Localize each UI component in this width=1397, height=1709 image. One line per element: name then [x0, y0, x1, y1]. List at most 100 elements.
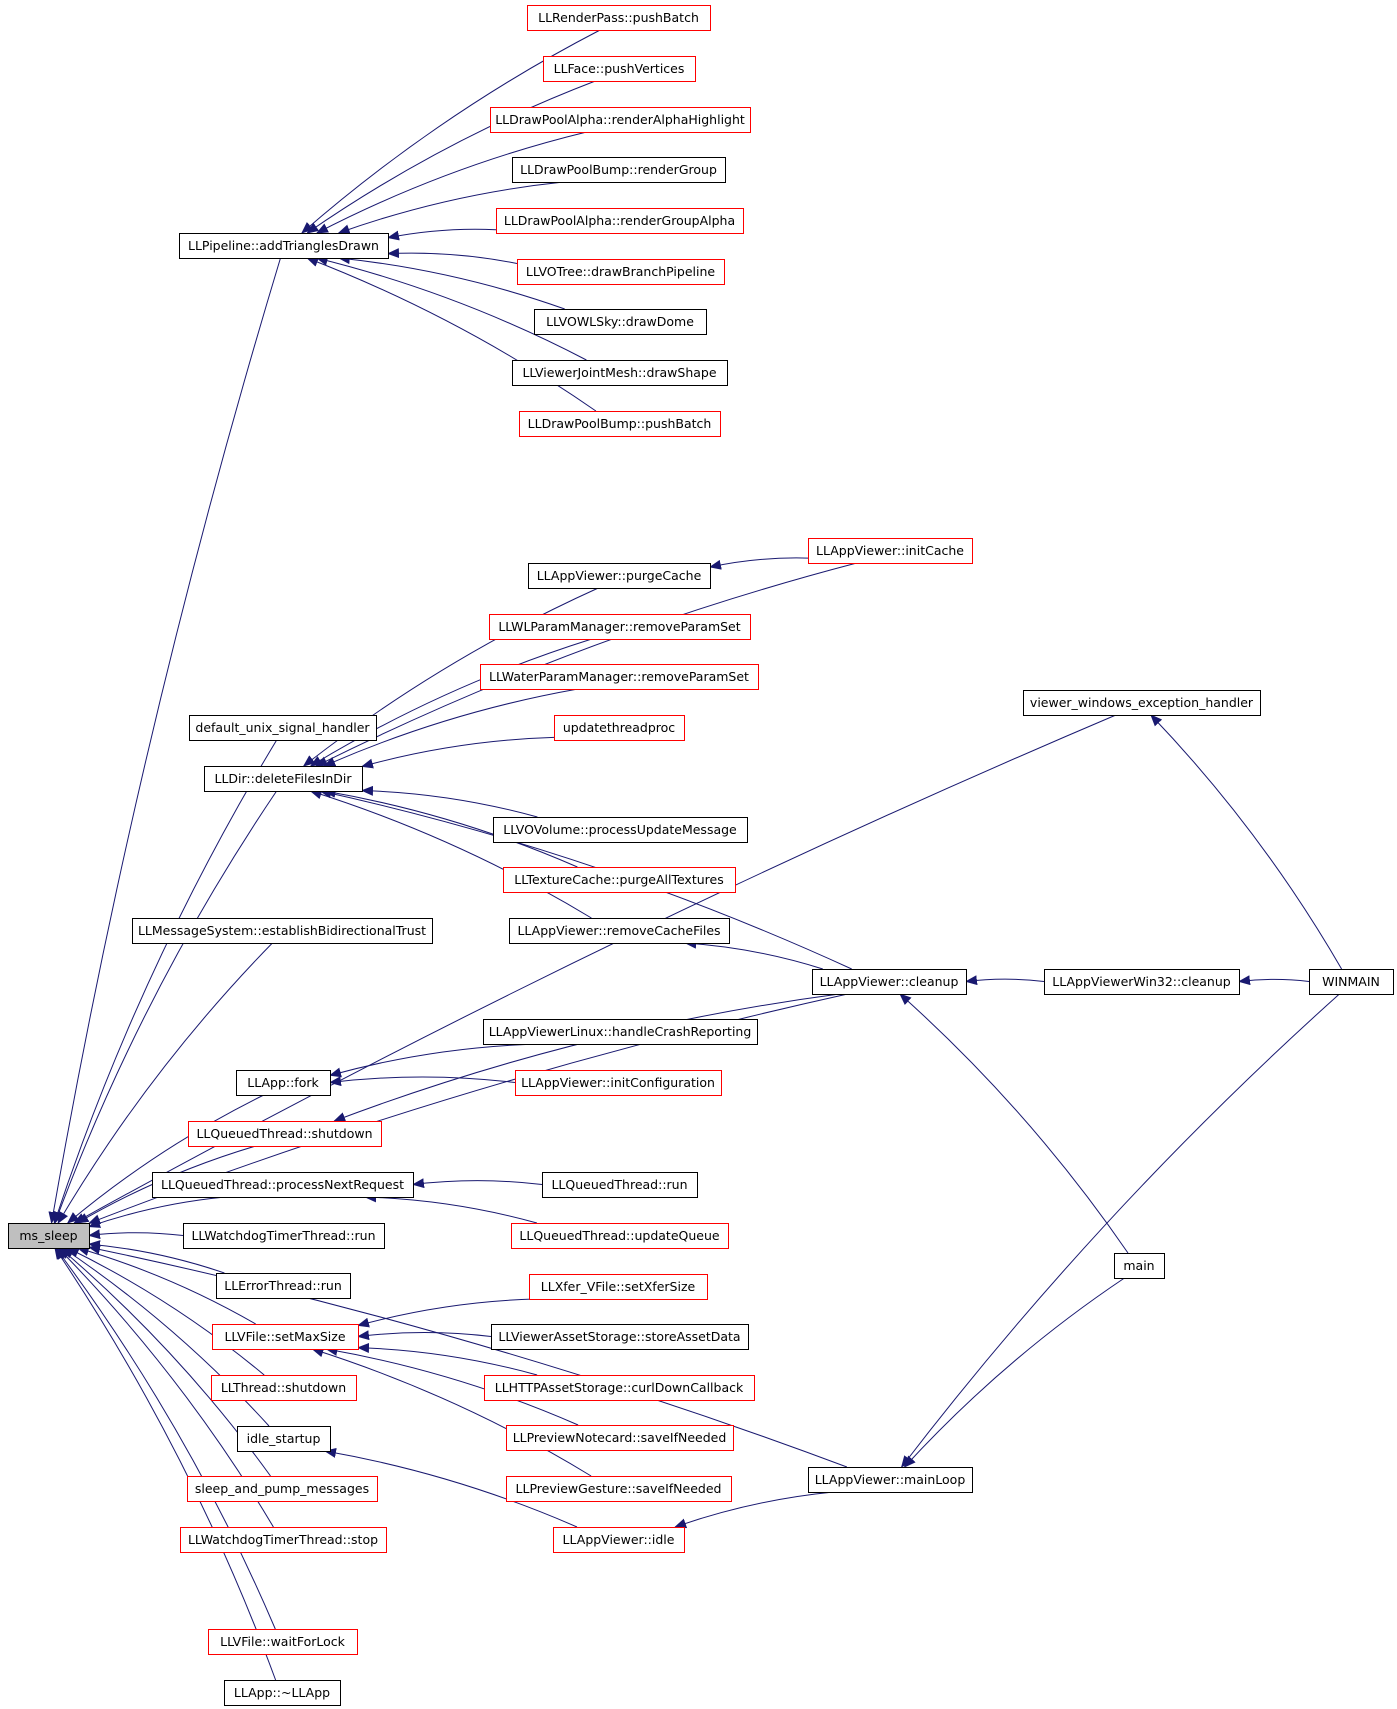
node-dir_delete[interactable]: LLDir::deleteFilesInDir — [204, 766, 363, 792]
node-vwe_handler[interactable]: viewer_windows_exception_handler — [1023, 690, 1261, 716]
node-box-av_cleanup[interactable] — [812, 969, 967, 995]
node-box-dpa_renderAlphaHL[interactable] — [490, 107, 751, 133]
node-pn_save[interactable]: LLPreviewNotecard::saveIfNeeded — [506, 1425, 734, 1451]
node-idle_startup[interactable]: idle_startup — [237, 1426, 331, 1452]
node-qt_run[interactable]: LLQueuedThread::run — [542, 1172, 698, 1198]
node-box-addTriangles[interactable] — [179, 233, 389, 259]
node-box-app_fork[interactable] — [236, 1070, 331, 1096]
node-box-sleep_pump[interactable] — [187, 1476, 378, 1502]
node-rp_pushBatch[interactable]: LLRenderPass::pushBatch — [527, 5, 711, 31]
node-tc_purgeAll[interactable]: LLTextureCache::purgeAllTextures — [503, 867, 736, 893]
node-face_pushVerts[interactable]: LLFace::pushVertices — [543, 56, 696, 82]
node-box-vwe_handler[interactable] — [1023, 690, 1261, 716]
node-box-av_initCache[interactable] — [808, 538, 973, 564]
node-box-qt_run[interactable] — [542, 1172, 698, 1198]
node-box-ms_sleep[interactable] — [8, 1223, 90, 1249]
node-av_purgeCache[interactable]: LLAppViewer::purgeCache — [528, 563, 711, 589]
node-winmain[interactable]: WINMAIN — [1309, 969, 1394, 995]
node-wtt_run[interactable]: LLWatchdogTimerThread::run — [183, 1223, 385, 1249]
node-box-et_run[interactable] — [216, 1273, 351, 1299]
node-avl_handleCrash[interactable]: LLAppViewerLinux::handleCrashReporting — [483, 1019, 758, 1045]
node-box-face_pushVerts[interactable] — [543, 56, 696, 82]
node-box-xfer_setSize[interactable] — [529, 1274, 708, 1300]
node-addTriangles[interactable]: LLPipeline::addTrianglesDrawn — [179, 233, 389, 259]
node-box-main[interactable] — [1114, 1253, 1165, 1279]
node-box-qt_updateQueue[interactable] — [511, 1223, 729, 1249]
node-av_idle[interactable]: LLAppViewer::idle — [553, 1527, 685, 1553]
node-av_removeCache[interactable]: LLAppViewer::removeCacheFiles — [509, 918, 730, 944]
node-box-dir_delete[interactable] — [204, 766, 363, 792]
node-sleep_pump[interactable]: sleep_and_pump_messages — [187, 1476, 378, 1502]
node-box-avw32_cleanup[interactable] — [1044, 969, 1240, 995]
node-vjm_drawShape[interactable]: LLViewerJointMesh::drawShape — [512, 360, 728, 386]
node-votree_drawBranch[interactable]: LLVOTree::drawBranchPipeline — [517, 259, 725, 285]
node-dpb_pushBatch[interactable]: LLDrawPoolBump::pushBatch — [519, 411, 721, 437]
node-box-wtt_stop[interactable] — [180, 1527, 387, 1553]
node-thread_shutdown[interactable]: LLThread::shutdown — [211, 1375, 357, 1401]
node-dpa_renderAlphaHL[interactable]: LLDrawPoolAlpha::renderAlphaHighlight — [490, 107, 751, 133]
node-box-dpa_renderGroupAlpha[interactable] — [496, 208, 744, 234]
node-qt_shutdown[interactable]: LLQueuedThread::shutdown — [188, 1121, 382, 1147]
node-av_initConfig[interactable]: LLAppViewer::initConfiguration — [515, 1070, 722, 1096]
node-qt_processNext[interactable]: LLQueuedThread::processNextRequest — [152, 1172, 414, 1198]
node-pg_save[interactable]: LLPreviewGesture::saveIfNeeded — [506, 1476, 732, 1502]
node-box-qt_shutdown[interactable] — [188, 1121, 382, 1147]
node-box-ms_establish[interactable] — [132, 918, 433, 944]
node-box-av_idle[interactable] — [553, 1527, 685, 1553]
node-xfer_setSize[interactable]: LLXfer_VFile::setXferSize — [529, 1274, 708, 1300]
node-vov_processUpdate[interactable]: LLVOVolume::processUpdateMessage — [493, 817, 748, 843]
node-wtt_stop[interactable]: LLWatchdogTimerThread::stop — [180, 1527, 387, 1553]
node-avw32_cleanup[interactable]: LLAppViewerWin32::cleanup — [1044, 969, 1240, 995]
node-box-vfile_waitLock[interactable] — [208, 1629, 358, 1655]
node-box-dpb_pushBatch[interactable] — [519, 411, 721, 437]
node-updatethreadproc[interactable]: updatethreadproc — [554, 715, 685, 741]
node-app_dtor[interactable]: LLApp::~LLApp — [224, 1680, 341, 1706]
node-qt_updateQueue[interactable]: LLQueuedThread::updateQueue — [511, 1223, 729, 1249]
node-box-av_removeCache[interactable] — [509, 918, 730, 944]
node-box-default_unix[interactable] — [189, 715, 377, 741]
node-box-qt_processNext[interactable] — [152, 1172, 414, 1198]
node-vfile_waitLock[interactable]: LLVFile::waitForLock — [208, 1629, 358, 1655]
node-box-http_curlDown[interactable] — [484, 1375, 755, 1401]
node-box-vas_store[interactable] — [491, 1324, 749, 1350]
node-box-av_initConfig[interactable] — [515, 1070, 722, 1096]
node-av_cleanup[interactable]: LLAppViewer::cleanup — [812, 969, 967, 995]
node-box-avl_handleCrash[interactable] — [483, 1019, 758, 1045]
node-box-updatethreadproc[interactable] — [554, 715, 685, 741]
node-av_mainLoop[interactable]: LLAppViewer::mainLoop — [808, 1467, 973, 1493]
node-box-wtt_run[interactable] — [183, 1223, 385, 1249]
node-box-wpm_remove[interactable] — [480, 664, 759, 690]
node-default_unix[interactable]: default_unix_signal_handler — [189, 715, 377, 741]
node-box-idle_startup[interactable] — [237, 1426, 331, 1452]
node-wlpm_remove[interactable]: LLWLParamManager::removeParamSet — [489, 614, 751, 640]
node-ms_establish[interactable]: LLMessageSystem::establishBidirectionalT… — [132, 918, 433, 944]
node-box-av_purgeCache[interactable] — [528, 563, 711, 589]
node-box-app_dtor[interactable] — [224, 1680, 341, 1706]
node-box-vfile_setMax[interactable] — [212, 1324, 359, 1350]
node-wpm_remove[interactable]: LLWaterParamManager::removeParamSet — [480, 664, 759, 690]
node-et_run[interactable]: LLErrorThread::run — [216, 1273, 351, 1299]
node-box-pg_save[interactable] — [506, 1476, 732, 1502]
node-box-vowlsky_drawDome[interactable] — [534, 309, 707, 335]
node-box-vov_processUpdate[interactable] — [493, 817, 748, 843]
node-box-pn_save[interactable] — [506, 1425, 734, 1451]
node-vfile_setMax[interactable]: LLVFile::setMaxSize — [212, 1324, 359, 1350]
node-dpa_renderGroupAlpha[interactable]: LLDrawPoolAlpha::renderGroupAlpha — [496, 208, 744, 234]
node-http_curlDown[interactable]: LLHTTPAssetStorage::curlDownCallback — [484, 1375, 755, 1401]
node-box-wlpm_remove[interactable] — [489, 614, 751, 640]
node-ms_sleep[interactable]: ms_sleep — [8, 1223, 90, 1249]
node-vowlsky_drawDome[interactable]: LLVOWLSky::drawDome — [534, 309, 707, 335]
node-dpb_renderGroup[interactable]: LLDrawPoolBump::renderGroup — [512, 157, 726, 183]
node-vas_store[interactable]: LLViewerAssetStorage::storeAssetData — [491, 1324, 749, 1350]
node-box-av_mainLoop[interactable] — [808, 1467, 973, 1493]
node-box-votree_drawBranch[interactable] — [517, 259, 725, 285]
node-box-rp_pushBatch[interactable] — [527, 5, 711, 31]
node-box-dpb_renderGroup[interactable] — [512, 157, 726, 183]
node-box-vjm_drawShape[interactable] — [512, 360, 728, 386]
node-app_fork[interactable]: LLApp::fork — [236, 1070, 331, 1096]
node-box-tc_purgeAll[interactable] — [503, 867, 736, 893]
node-av_initCache[interactable]: LLAppViewer::initCache — [808, 538, 973, 564]
node-main[interactable]: main — [1114, 1253, 1165, 1279]
node-box-thread_shutdown[interactable] — [211, 1375, 357, 1401]
node-box-winmain[interactable] — [1309, 969, 1394, 995]
